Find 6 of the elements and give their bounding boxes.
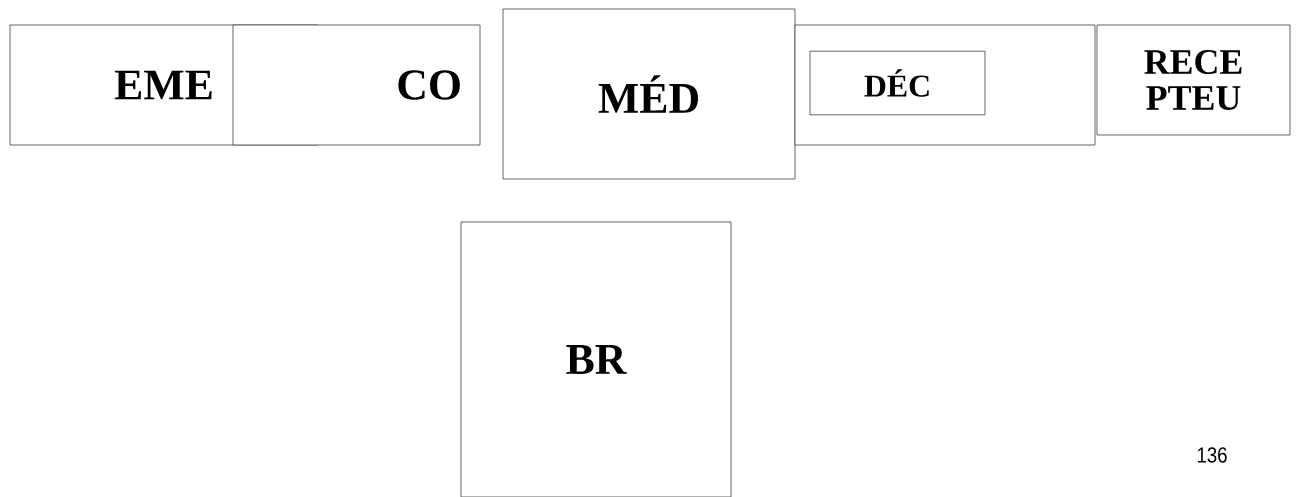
text-box: DÉC [809,50,986,116]
page-number: 136 [1197,447,1227,463]
text-box: MÉD [502,8,796,180]
text-box: CO [232,24,481,146]
text-box: RECE PTEU [1096,24,1291,136]
text-box: BR [460,221,732,497]
